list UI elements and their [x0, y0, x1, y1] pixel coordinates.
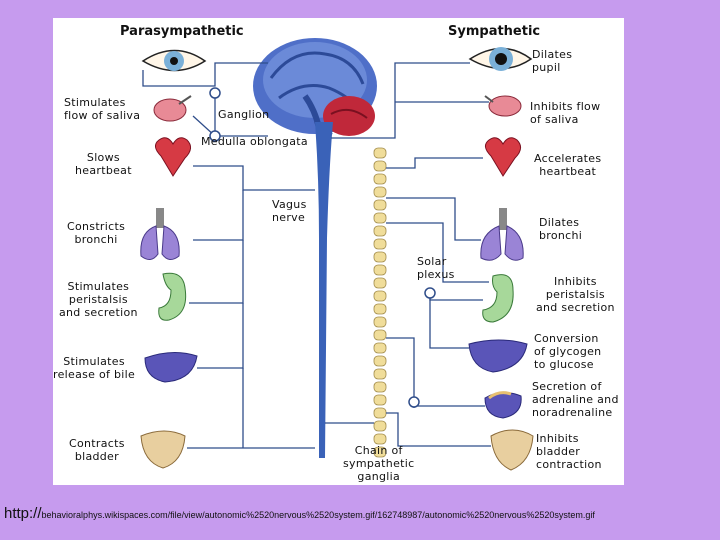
left-label-peristalsis: Stimulates peristalsis and secretion: [59, 280, 138, 319]
chain-ganglion: [373, 238, 387, 250]
nerve-line: [189, 240, 244, 304]
ganglion-markers: [209, 87, 436, 408]
left-label-bronchi: Constricts bronchi: [67, 220, 126, 246]
parasympathetic-header: Parasympathetic: [120, 24, 244, 39]
left-label-saliva: Stimulates flow of saliva: [64, 96, 141, 122]
chain-ganglion: [373, 264, 387, 276]
chain-ganglion: [373, 251, 387, 263]
right-salivary-gland-icon: [484, 95, 522, 117]
nerve-line: [193, 190, 244, 241]
right-label-peristalsis: Inhibits peristalsis and secretion: [536, 275, 615, 314]
left-label-heartbeat: Slows heartbeat: [75, 151, 132, 177]
nerve-line: [386, 157, 483, 169]
right-label-bladder: Inhibits bladder contraction: [536, 432, 602, 471]
chain-ganglion: [373, 329, 387, 341]
left-label-bladder: Contracts bladder: [69, 437, 125, 463]
source-url: http://behavioralphys.wikispaces.com/fil…: [4, 505, 595, 523]
chain-ganglion: [373, 212, 387, 224]
right-label-pupil: Dilates pupil: [532, 48, 573, 74]
brain-icon: [253, 38, 377, 139]
chain-ganglion: [373, 342, 387, 354]
nervous-system-illustration: [140, 38, 534, 471]
right-adrenal-gland-icon: [484, 391, 522, 419]
left-liver-icon: [144, 352, 198, 383]
chain-ganglion: [373, 420, 387, 432]
right-heart-icon: [485, 137, 521, 177]
nerve-line: [197, 303, 244, 369]
chain-ganglion: [373, 277, 387, 289]
left-salivary-gland-icon: [153, 95, 192, 122]
left-heart-icon: [155, 137, 191, 177]
nerve-line: [386, 412, 491, 447]
chain-ganglion: [373, 225, 387, 237]
right-label-adrenaline: Secretion of adrenaline and noradrenalin…: [532, 380, 619, 419]
chain-ganglion: [373, 368, 387, 380]
chain-ganglion: [373, 186, 387, 198]
left-stomach-icon: [158, 272, 187, 321]
chain-ganglion: [373, 381, 387, 393]
source-url-path: behavioralphys.wikispaces.com/file/view/…: [41, 510, 595, 520]
spinal-cord: [315, 122, 333, 458]
nerve-line: [386, 222, 489, 283]
right-liver-icon: [468, 339, 528, 373]
chain-ganglion: [373, 147, 387, 159]
nerve-line: [386, 337, 415, 402]
chain-ganglion: [373, 433, 387, 445]
chain-ganglion: [373, 407, 387, 419]
solar-plexus-label: Solar plexus: [417, 255, 455, 281]
left-bladder-icon: [140, 430, 186, 469]
chain-ganglion: [373, 355, 387, 367]
source-url-prefix: http://: [4, 505, 42, 522]
right-bladder-icon: [490, 429, 534, 471]
nerve-line: [142, 62, 268, 87]
nerve-line: [413, 405, 485, 408]
left-label-bile: Stimulates release of bile: [53, 355, 136, 381]
chain-ganglion: [373, 446, 387, 458]
right-lung-icon: [480, 208, 524, 261]
chain-ganglion: [373, 160, 387, 172]
right-label-bronchi: Dilates bronchi: [539, 216, 583, 242]
vagus-nerve-label: Vagus nerve: [272, 198, 307, 224]
left-eye-icon: [141, 49, 207, 72]
right-eye-icon: [468, 47, 533, 71]
chain-label: Chain of sympathetic ganglia: [343, 444, 415, 483]
right-stomach-icon: [482, 274, 514, 323]
chain-ganglion: [373, 290, 387, 302]
medulla-label: Medulla oblongata: [201, 135, 308, 148]
sympathetic-chain: [373, 147, 387, 458]
right-label-heartbeat: Accelerates heartbeat: [534, 152, 602, 178]
sympathetic-header: Sympathetic: [448, 24, 541, 39]
chain-ganglion: [373, 303, 387, 315]
chain-ganglion: [373, 316, 387, 328]
chain-ganglion: [373, 394, 387, 406]
nerve-line: [193, 165, 315, 191]
nerve-line: [429, 288, 483, 301]
nerve-line: [331, 62, 470, 139]
left-lung-icon: [140, 208, 180, 260]
right-label-glycogen: Conversion of glycogen to glucose: [534, 332, 602, 371]
ganglion-label: Ganglion: [218, 108, 270, 121]
nerve-line: [429, 298, 469, 349]
chain-ganglion: [373, 173, 387, 185]
diagram-panel: Parasympathetic Sympathetic Ganglion Med…: [53, 18, 624, 485]
chain-ganglion: [373, 199, 387, 211]
right-label-saliva: Inhibits flow of saliva: [530, 100, 601, 126]
nerve-line: [386, 197, 481, 241]
